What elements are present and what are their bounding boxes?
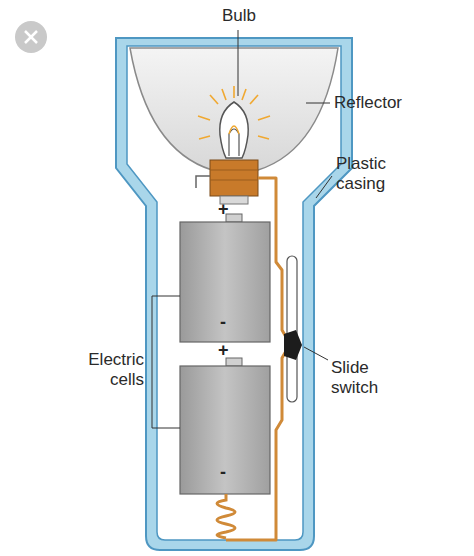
slide-switch [284, 330, 302, 360]
reflector [130, 48, 338, 170]
close-icon [15, 21, 47, 53]
terminal-sign: + [218, 199, 229, 219]
part-label: Bulb [222, 6, 256, 26]
leader-lines [152, 30, 332, 428]
casing-interior [127, 46, 341, 540]
bulb-holder [196, 160, 258, 204]
bulb [220, 102, 248, 158]
part-label: Slide switch [331, 358, 397, 398]
plastic-casing [116, 38, 352, 550]
spring [217, 494, 235, 538]
part-label: Electric cells [72, 350, 144, 390]
part-label: Plastic casing [336, 154, 404, 194]
electric-cell [180, 214, 270, 342]
electric-cell [180, 358, 270, 494]
wire [226, 178, 290, 540]
terminal-sign: + [218, 340, 229, 360]
terminal-sign: - [220, 312, 226, 332]
terminal-sign: - [220, 462, 226, 482]
part-label: Reflector [334, 93, 402, 113]
switch-slot [287, 256, 297, 402]
